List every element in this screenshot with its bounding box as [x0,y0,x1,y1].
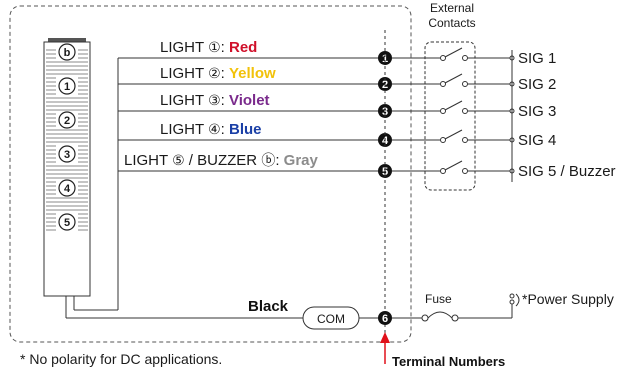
tower-badge-label: 2 [64,115,70,127]
power-pin-top [509,293,515,299]
light-3-label: LIGHT ③: Violet [160,92,270,109]
sig-2-label: SIG 2 [518,76,556,93]
switch-contact-left [440,168,446,174]
switch-contact-right [462,108,468,114]
com-label: COM [317,312,345,326]
terminal-1-number: 1 [382,53,388,65]
sig-1-label: SIG 1 [518,50,556,67]
footnote: * No polarity for DC applications. [20,351,222,367]
sig-4-label: SIG 4 [518,132,556,149]
switch-contact-left [440,137,446,143]
terminal-1 [378,51,392,65]
switch-contact-left [440,81,446,87]
switch-contact-right [462,55,468,61]
tower-badge-label: b [64,47,71,59]
power-supply-label: *Power Supply [522,291,614,307]
tower-badge-label: 3 [64,149,70,161]
switch-blade-icon [444,160,463,171]
external-contacts-label-1: External [430,1,474,15]
switch-blade-icon [444,100,463,111]
sig-3-label: SIG 3 [518,103,556,120]
external-contacts-label-2: Contacts [428,16,475,30]
light-2-label: LIGHT ②: Yellow [160,65,276,82]
switch-blade-icon [444,47,463,58]
tower-badge-label: 4 [64,183,71,195]
switch-contact-right [462,168,468,174]
tower-badge-b [58,43,76,61]
black-label: Black [248,298,289,315]
tower-badge-label: 1 [64,81,70,93]
terminal-3-number: 3 [382,106,388,118]
fuse-icon [427,311,453,319]
terminal-6-number: 6 [382,313,388,325]
tower-badge-1 [58,77,76,95]
terminal-numbers-label: Terminal Numbers [392,354,505,369]
terminal-6 [378,311,392,325]
sig-5-label: SIG 5 / Buzzer [518,163,616,180]
terminal-arrow-head [380,332,390,343]
switch-blade-icon [444,73,463,84]
external-contacts-box [424,41,476,191]
enclosure-dashed-box [9,5,412,343]
power-brace-icon [515,293,520,307]
power-pin-bottom [509,299,515,305]
tower-badge-5 [58,213,76,231]
switch-contact-left [440,108,446,114]
fuse-pin-right [451,314,459,322]
tower-badge-4 [58,179,76,197]
switch-blade-icon [444,129,463,140]
switch-contact-right [462,81,468,87]
terminal-5-number: 5 [382,166,388,178]
signal-tower: b 1 2 3 4 5 [43,38,91,297]
switch-contact-left [440,55,446,61]
light-4-label: LIGHT ④: Blue [160,121,262,138]
tower-badge-2 [58,111,76,129]
light-5-label: LIGHT ⑤ / BUZZER ⓑ: Gray [124,152,319,169]
light-1-label: LIGHT ①: Red [160,39,257,56]
switch-contact-right [462,137,468,143]
fuse-label: Fuse [425,292,452,306]
fuse-pin-left [421,314,429,322]
tower-body [43,41,91,297]
tower-badge-3 [58,145,76,163]
tower-badge-label: 5 [64,217,70,229]
